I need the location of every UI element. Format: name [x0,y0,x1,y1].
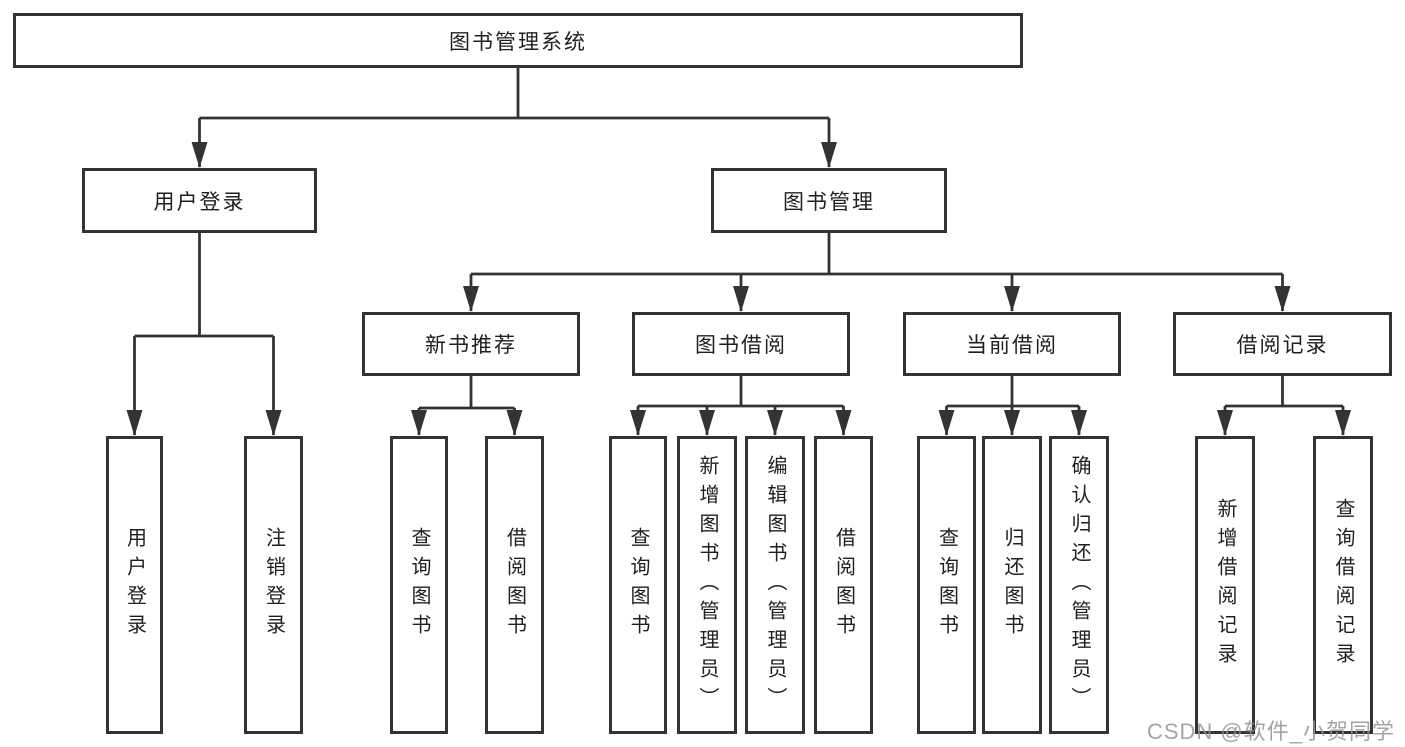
leaf-records-query-borrow-record: 查询借阅记录 [1313,436,1373,734]
node-label: 当前借阅 [966,334,1058,357]
node-label: 图书借阅 [695,334,787,357]
leaf-borrowing-add-books-admin: 新增图书（管理员） [677,436,737,734]
node-new-book-recommendation: 新书推荐 [362,312,580,376]
leaf-borrowing-borrow-books: 借阅图书 [814,436,873,734]
node-label: 图书管理 [783,190,875,214]
node-label: 确认归还（管理员） [1068,454,1090,716]
leaf-records-add-borrow-record: 新增借阅记录 [1195,436,1255,734]
leaf-current-query-books: 查询图书 [917,436,976,734]
node-label: 注销登录 [262,527,285,643]
node-label: 查询图书 [627,527,649,643]
node-label: 图书管理系统 [449,30,587,54]
node-book-borrowing: 图书借阅 [632,312,850,376]
leaf-user-login: 用户登录 [106,436,163,734]
leaf-current-confirm-return-admin: 确认归还（管理员） [1049,436,1109,734]
node-label: 借阅图书 [503,527,526,643]
node-root-book-management-system: 图书管理系统 [13,13,1023,68]
node-label: 归还图书 [1001,527,1023,643]
node-borrowing-records: 借阅记录 [1173,312,1392,376]
node-user-login: 用户登录 [82,168,317,233]
leaf-borrowing-query-books: 查询图书 [609,436,667,734]
node-label: 新增图书（管理员） [696,454,718,716]
node-book-management: 图书管理 [711,168,947,233]
node-label: 新书推荐 [425,334,517,357]
node-label: 新增借阅记录 [1214,498,1236,672]
node-label: 用户登录 [123,527,146,643]
leaf-current-return-books: 归还图书 [982,436,1042,734]
leaf-borrowing-edit-books-admin: 编辑图书（管理员） [745,436,805,734]
node-label: 查询图书 [408,527,430,643]
leaf-recommend-borrow-books: 借阅图书 [485,436,544,734]
node-label: 借阅图书 [832,527,855,643]
node-label: 查询图书 [935,527,958,643]
node-label: 用户登录 [153,190,246,214]
node-label: 查询借阅记录 [1332,498,1354,672]
node-current-borrowing: 当前借阅 [903,312,1121,376]
leaf-logout: 注销登录 [244,436,303,734]
leaf-recommend-query-books: 查询图书 [390,436,448,734]
node-label: 编辑图书（管理员） [764,454,786,716]
node-label: 借阅记录 [1236,334,1329,357]
